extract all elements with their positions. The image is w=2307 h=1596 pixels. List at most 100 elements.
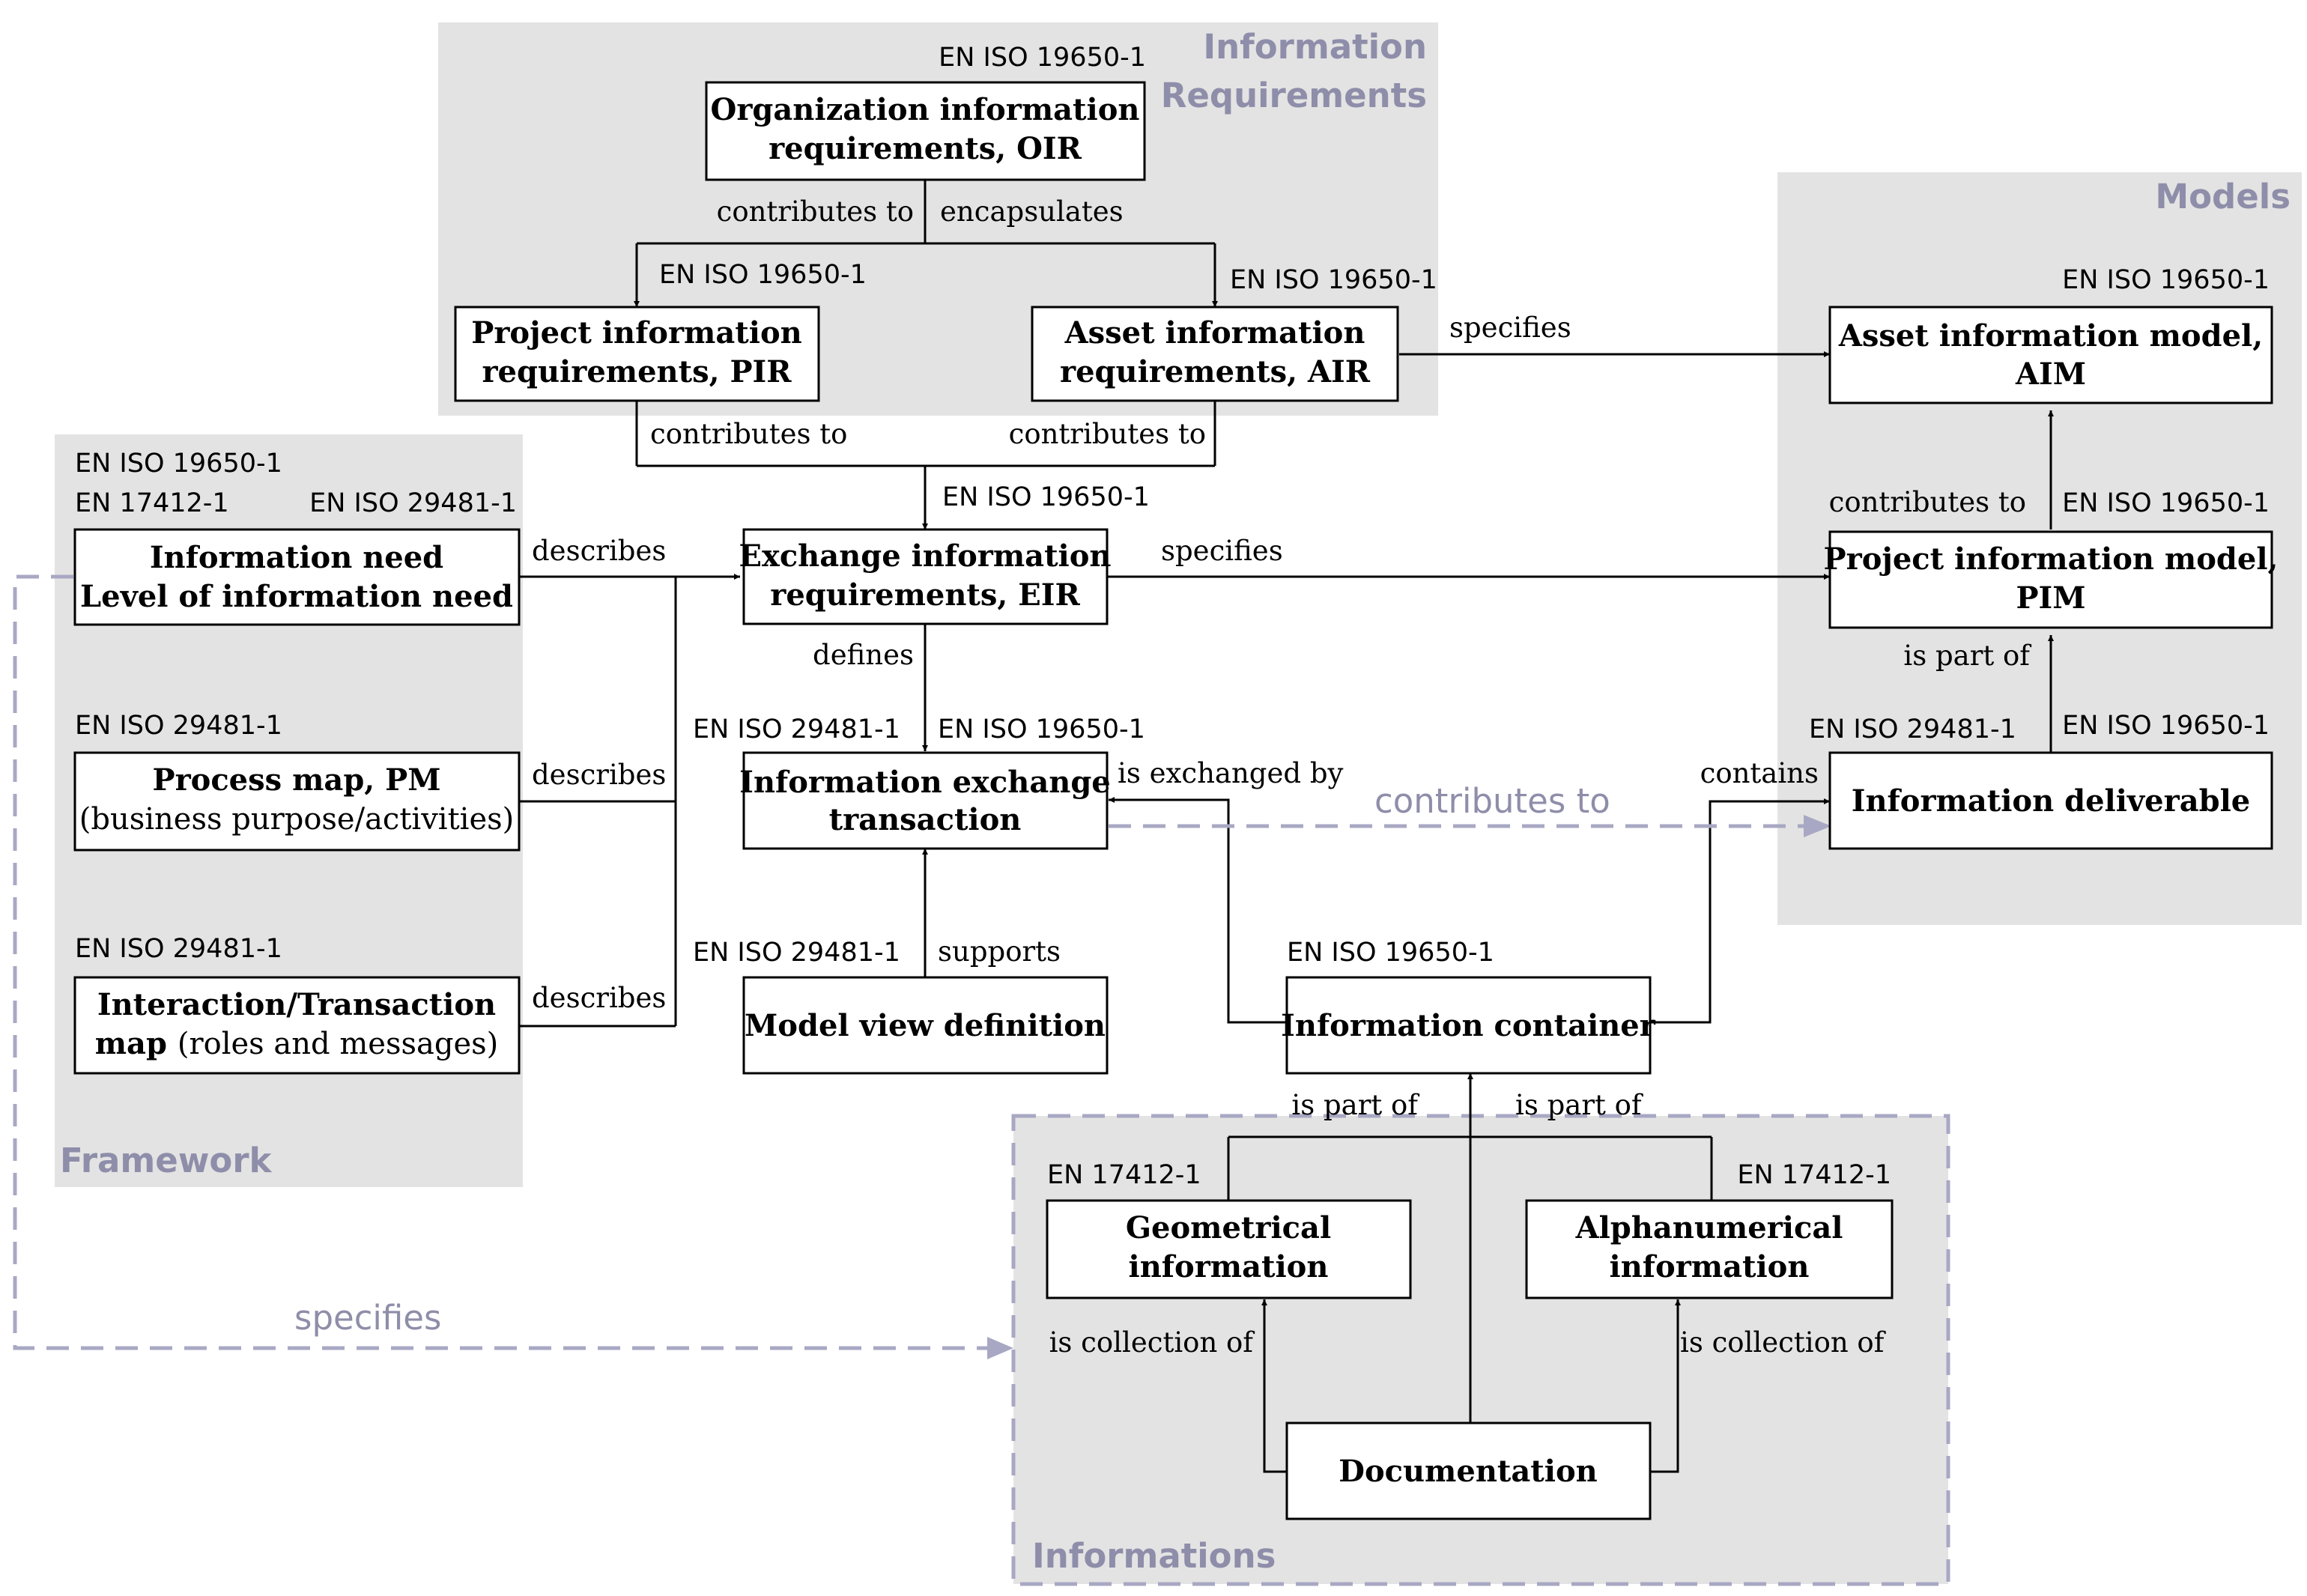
box-alpha-line2: information (1610, 1249, 1810, 1284)
group-label-framework: Framework (60, 1141, 273, 1180)
box-deliverable-line1: Information deliverable (1852, 783, 2250, 819)
panel-informations-border (1011, 1114, 1950, 1586)
box-need-line1: Information need (150, 540, 443, 575)
rel-container-deliverable: contains (1700, 757, 1819, 789)
std-deliverable-2: EN ISO 19650-1 (2062, 711, 2270, 741)
box-iet-line1: Information exchange (739, 765, 1111, 800)
box-container: Information container (1281, 976, 1656, 1075)
box-need: Information need Level of information ne… (73, 528, 521, 626)
group-label-information-requirements-1: Information (1203, 27, 1427, 67)
rel-pm-eir: describes (532, 759, 666, 791)
box-iet-line2: transaction (829, 802, 1022, 837)
box-itm: Interaction/Transaction map (roles and m… (73, 976, 521, 1075)
std-oir: EN ISO 19650-1 (939, 43, 1146, 73)
box-itm-line2-plain: (roles and messages) (178, 1027, 498, 1061)
std-itm: EN ISO 29481-1 (75, 934, 282, 964)
box-aim-line1: Asset information model, (1838, 318, 2263, 354)
box-pir: Project information requirements, PIR (454, 306, 820, 402)
std-iet-2: EN ISO 19650-1 (938, 714, 1145, 744)
rel-air-eir: contributes to (1009, 418, 1206, 450)
box-eir-line2: requirements, EIR (770, 577, 1080, 613)
box-container-line1: Information container (1281, 1008, 1656, 1043)
box-oir: Organization information requirements, O… (705, 81, 1146, 181)
std-aim: EN ISO 19650-1 (2062, 265, 2270, 295)
box-aim-line2: AIM (2015, 356, 2086, 392)
rel-oir-air: encapsulates (940, 195, 1124, 228)
rel-oir-pir: contributes to (717, 195, 914, 228)
connectors (519, 180, 2054, 1473)
std-geo: EN 17412-1 (1047, 1160, 1201, 1190)
std-need-3: EN ISO 29481-1 (309, 488, 517, 518)
box-itm-line2: map (roles and messages) (95, 1026, 499, 1061)
rel-deliverable-pim: is part of (1903, 640, 2031, 672)
box-pim-line2: PIM (2016, 580, 2085, 616)
rel-iet-deliverable: contributes to (1374, 781, 1610, 821)
box-geo-line2: information (1129, 1249, 1329, 1284)
box-oir-line1: Organization information (711, 92, 1140, 127)
rel-framework-informations: specifies (294, 1298, 441, 1338)
std-container: EN ISO 19650-1 (1287, 938, 1494, 968)
box-pim-line1: Project information model, (1824, 541, 2279, 577)
std-iet-1: EN ISO 29481-1 (693, 714, 900, 744)
rel-geo-container: is part of (1291, 1089, 1419, 1121)
box-air-line2: requirements, AIR (1060, 354, 1371, 389)
rel-alpha-container: is part of (1515, 1089, 1643, 1121)
box-pim: Project information model, PIM (1824, 530, 2279, 629)
std-eir: EN ISO 19650-1 (942, 482, 1150, 512)
rel-doc-geo: is collection of (1049, 1326, 1255, 1359)
box-doc-line1: Documentation (1339, 1454, 1598, 1489)
std-need-2: EN 17412-1 (75, 488, 229, 518)
box-oir-line2: requirements, OIR (769, 131, 1082, 166)
rel-eir-iet: defines (813, 639, 914, 671)
rel-container-iet: is exchanged by (1118, 757, 1343, 789)
box-eir-line1: Exchange information (739, 538, 1111, 574)
rel-mvd-iet: supports (938, 935, 1061, 968)
box-iet: Information exchange transaction (739, 751, 1111, 850)
box-aim: Asset information model, AIM (1828, 306, 2273, 404)
rel-need-eir: describes (532, 535, 666, 567)
box-doc: Documentation (1285, 1421, 1652, 1520)
arrowhead-specifies (987, 1337, 1013, 1359)
box-pir-line2: requirements, PIR (482, 354, 792, 389)
box-air-line1: Asset information (1064, 315, 1365, 351)
group-label-informations: Informations (1032, 1536, 1276, 1576)
std-pm: EN ISO 29481-1 (75, 711, 282, 741)
box-itm-line1: Interaction/Transaction (97, 987, 496, 1022)
box-pm: Process map, PM (business purpose/activi… (73, 751, 521, 852)
rel-doc-alpha: is collection of (1680, 1326, 1886, 1359)
box-mvd-line1: Model view definition (745, 1008, 1106, 1043)
box-alpha-line1: Alphanumerical (1575, 1210, 1843, 1245)
group-label-information-requirements-2: Requirements (1161, 76, 1427, 115)
box-geo: Geometrical information (1046, 1199, 1412, 1299)
rel-pir-eir: contributes to (650, 418, 847, 450)
box-need-line2: Level of information need (80, 579, 513, 614)
box-geo-line1: Geometrical (1126, 1210, 1331, 1245)
box-itm-line2-bold: map (95, 1026, 167, 1061)
rel-eir-pim: specifies (1161, 535, 1283, 567)
box-deliverable: Information deliverable (1828, 751, 2273, 850)
standards-labels: EN ISO 19650-1 EN ISO 19650-1 EN ISO 196… (75, 43, 2270, 1190)
dashed-connectors (13, 574, 1811, 1350)
std-mvd: EN ISO 29481-1 (693, 938, 900, 968)
std-need-1: EN ISO 19650-1 (75, 449, 282, 479)
group-label-models: Models (2155, 177, 2291, 216)
std-alpha: EN 17412-1 (1737, 1160, 1891, 1190)
box-eir: Exchange information requirements, EIR (739, 528, 1112, 625)
std-deliverable-1: EN ISO 29481-1 (1809, 714, 2016, 744)
std-pir: EN ISO 19650-1 (659, 260, 867, 290)
relation-labels: contributes to encapsulates specifies co… (294, 195, 2031, 1359)
arrowhead-contributes-to (1804, 815, 1831, 837)
box-mvd: Model view definition (742, 976, 1109, 1075)
std-pim: EN ISO 19650-1 (2062, 488, 2270, 518)
box-pm-line1: Process map, PM (152, 762, 440, 798)
rel-pim-aim: contributes to (1829, 486, 2026, 518)
box-pir-line1: Project information (471, 315, 801, 351)
rel-itm-eir: describes (532, 982, 666, 1014)
std-air: EN ISO 19650-1 (1230, 265, 1437, 295)
rel-air-aim: specifies (1449, 312, 1571, 344)
box-air: Asset information requirements, AIR (1031, 306, 1399, 402)
box-alpha: Alphanumerical information (1525, 1199, 1894, 1299)
box-pm-line2: (business purpose/activities) (79, 802, 515, 837)
